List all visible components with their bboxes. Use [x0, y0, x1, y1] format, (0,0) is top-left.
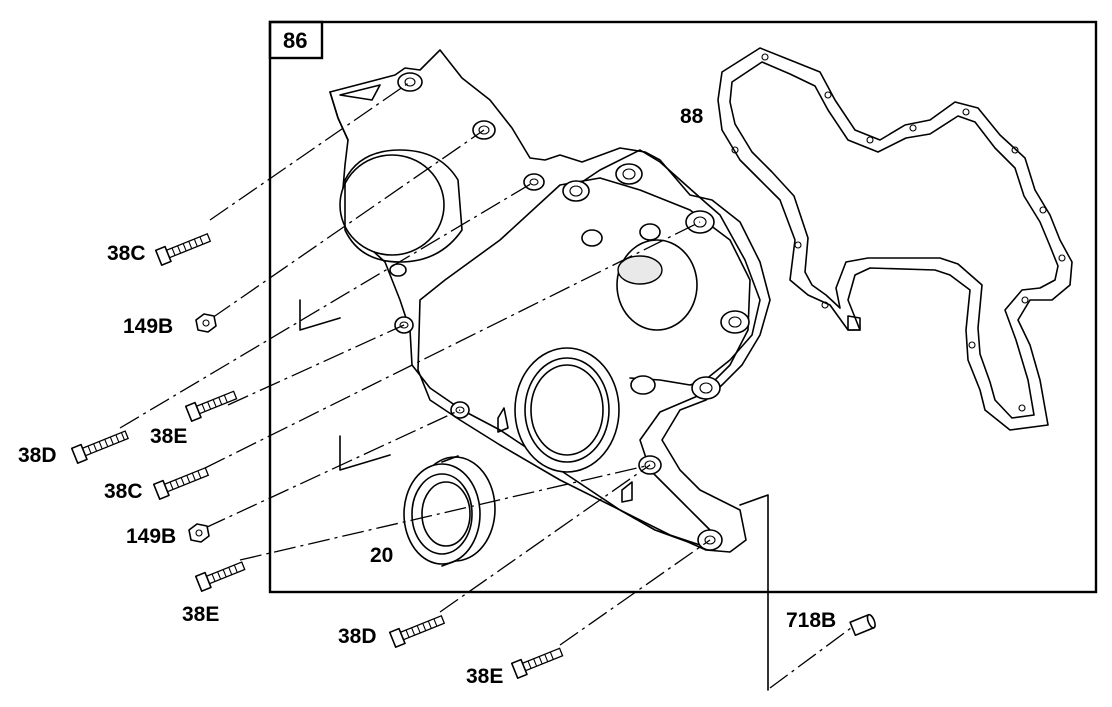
assembly-number-label: 86: [283, 28, 307, 53]
bolt-icon: [154, 232, 212, 266]
bolt-icon: [194, 561, 246, 592]
oil-seal-icon: [403, 455, 496, 567]
screw-38e-lower-label: 38E: [182, 603, 219, 626]
assembly-frame: [268, 20, 1098, 594]
screw-38e-left-label: 38E: [150, 425, 187, 448]
nut-149b-lower-label: 149B: [126, 525, 176, 548]
screw-38c-lower-label: 38C: [104, 480, 143, 503]
screw-38d-bottom-label: 38D: [338, 625, 377, 648]
dowel-icon: [849, 613, 876, 637]
oil-seal-label: 20: [370, 544, 393, 567]
gasket-label: 88: [680, 105, 704, 128]
nut-icon: [195, 313, 217, 333]
bolt-icon: [184, 390, 238, 422]
nut-icon: [188, 523, 210, 543]
gasket-icon: [717, 47, 1073, 431]
bolt-icon: [510, 647, 564, 679]
timing-cover-icon: [329, 49, 771, 553]
bolt-icon: [388, 614, 446, 648]
screw-38e-bottom-label: 38E: [466, 665, 503, 688]
screw-38c-upper-label: 38C: [107, 242, 146, 265]
bolt-icon: [152, 466, 210, 500]
nut-149b-upper-label: 149B: [123, 315, 173, 338]
bolt-icon: [70, 430, 129, 464]
center-lines: [119, 81, 856, 691]
dowel-718b-label: 718B: [786, 609, 836, 632]
assembly-number-box: [268, 20, 324, 60]
screw-38d-left-label: 38D: [18, 444, 57, 467]
